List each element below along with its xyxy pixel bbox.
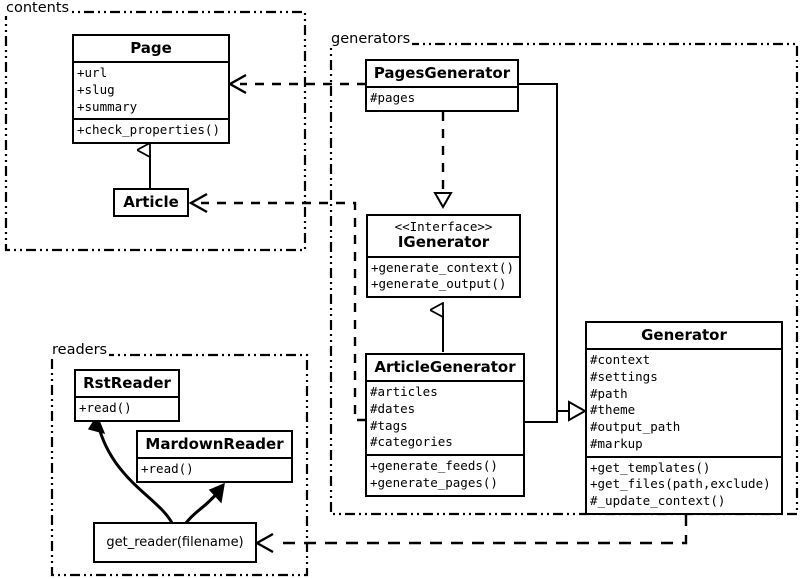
- attribute-row: +slug: [77, 81, 115, 97]
- class-methods-rstreader: +read(): [76, 396, 178, 420]
- attribute-row: #pages: [370, 90, 416, 106]
- method-row: +get_templates(): [590, 459, 711, 475]
- class-methods-generator: +get_templates() +get_files(path,exclude…: [587, 455, 781, 513]
- attribute-row: +summary: [77, 98, 138, 114]
- class-box-rstreader[interactable]: RstReader +read(): [74, 369, 180, 422]
- class-name-page: Page: [130, 39, 172, 57]
- association-getreader-to-mardownreader: [184, 490, 220, 525]
- attribute-row: #categories: [370, 434, 453, 450]
- dependency-articlegenerator-to-article: [201, 201, 366, 422]
- attribute-row: #path: [590, 385, 628, 401]
- class-methods-page: +check_properties(): [74, 118, 228, 142]
- class-box-igenerator[interactable]: <<Interface>> IGenerator +generate_conte…: [366, 214, 521, 299]
- class-methods-articlegenerator: +generate_feeds() +generate_pages(): [367, 454, 523, 495]
- function-name-get-reader: get_reader(filename): [106, 535, 244, 550]
- class-name-article: Article: [123, 193, 179, 211]
- package-label-contents: contents: [4, 0, 72, 16]
- method-row: +check_properties(): [77, 122, 220, 138]
- method-row: +read(): [141, 461, 194, 477]
- method-row: +generate_context(): [371, 259, 514, 275]
- class-name-mardownreader: MardownReader: [145, 435, 284, 453]
- class-name-text-igenerator: IGenerator: [397, 233, 490, 252]
- class-attributes-page: +url +slug +summary: [74, 61, 228, 118]
- function-box-get-reader[interactable]: get_reader(filename): [93, 522, 257, 563]
- attribute-row: #markup: [590, 435, 643, 451]
- realization-arrowhead-igenerator: [433, 192, 453, 210]
- generalization-articlegenerator-to-generator: [525, 410, 569, 423]
- dependency-generator-to-getreader: [277, 514, 688, 545]
- method-row: #_update_context(): [590, 493, 726, 509]
- association-arrowhead-rstreader: [87, 414, 106, 435]
- attribute-row: #articles: [370, 384, 438, 400]
- package-label-generators: generators: [329, 31, 413, 47]
- attribute-row: #theme: [590, 402, 636, 418]
- class-box-article[interactable]: Article: [113, 188, 189, 218]
- association-arrowhead-mardownreader: [208, 482, 225, 504]
- class-box-mardownreader[interactable]: MardownReader +read(): [136, 430, 293, 483]
- class-attributes-articlegenerator: #articles #dates #tags #categories: [367, 380, 523, 454]
- generalization-pagesgenerator-to-generator: [519, 83, 569, 412]
- package-label-readers: readers: [50, 342, 110, 358]
- class-box-generator[interactable]: Generator #context #settings #path #them…: [585, 321, 783, 515]
- package-frame-contents: [4, 10, 307, 252]
- attribute-row: #output_path: [590, 419, 681, 435]
- association-getreader-to-rstreader: [96, 422, 174, 525]
- class-box-articlegenerator[interactable]: ArticleGenerator #articles #dates #tags …: [365, 353, 525, 497]
- class-stereotype-igenerator: <<Interface>>: [394, 219, 493, 234]
- dependency-arrowhead-getreader: [254, 532, 274, 554]
- method-row: +read(): [79, 400, 132, 416]
- method-row: +generate_feeds(): [370, 458, 498, 474]
- class-name-pagesgenerator: PagesGenerator: [373, 64, 511, 82]
- class-name-articlegenerator: ArticleGenerator: [374, 358, 516, 376]
- attribute-row: #context: [590, 352, 651, 368]
- class-box-pagesgenerator[interactable]: PagesGenerator #pages: [365, 59, 519, 112]
- class-name-rstreader: RstReader: [83, 374, 171, 392]
- class-name-igenerator: <<Interface>> IGenerator: [368, 216, 519, 256]
- attribute-row: +url: [77, 65, 108, 81]
- method-row: +generate_output(): [371, 276, 507, 292]
- dependency-arrowhead-page: [227, 73, 247, 95]
- class-methods-mardownreader: +read(): [138, 457, 291, 481]
- package-frame-readers: [50, 353, 309, 577]
- class-attributes-generator: #context #settings #path #theme #output_…: [587, 348, 781, 456]
- attribute-row: #dates: [370, 400, 416, 416]
- method-row: +generate_pages(): [370, 474, 498, 490]
- method-row: +get_files(path,exclude): [590, 476, 771, 492]
- dependency-arrowhead-article: [188, 192, 208, 214]
- class-methods-igenerator: +generate_context() +generate_output(): [368, 255, 519, 297]
- attribute-row: #tags: [370, 417, 408, 433]
- generalization-arrowhead-generator: [568, 400, 588, 422]
- attribute-row: #settings: [590, 368, 658, 384]
- class-name-generator: Generator: [641, 326, 727, 344]
- class-box-page[interactable]: Page +url +slug +summary +check_properti…: [72, 34, 230, 145]
- class-attributes-pagesgenerator: #pages: [367, 86, 517, 110]
